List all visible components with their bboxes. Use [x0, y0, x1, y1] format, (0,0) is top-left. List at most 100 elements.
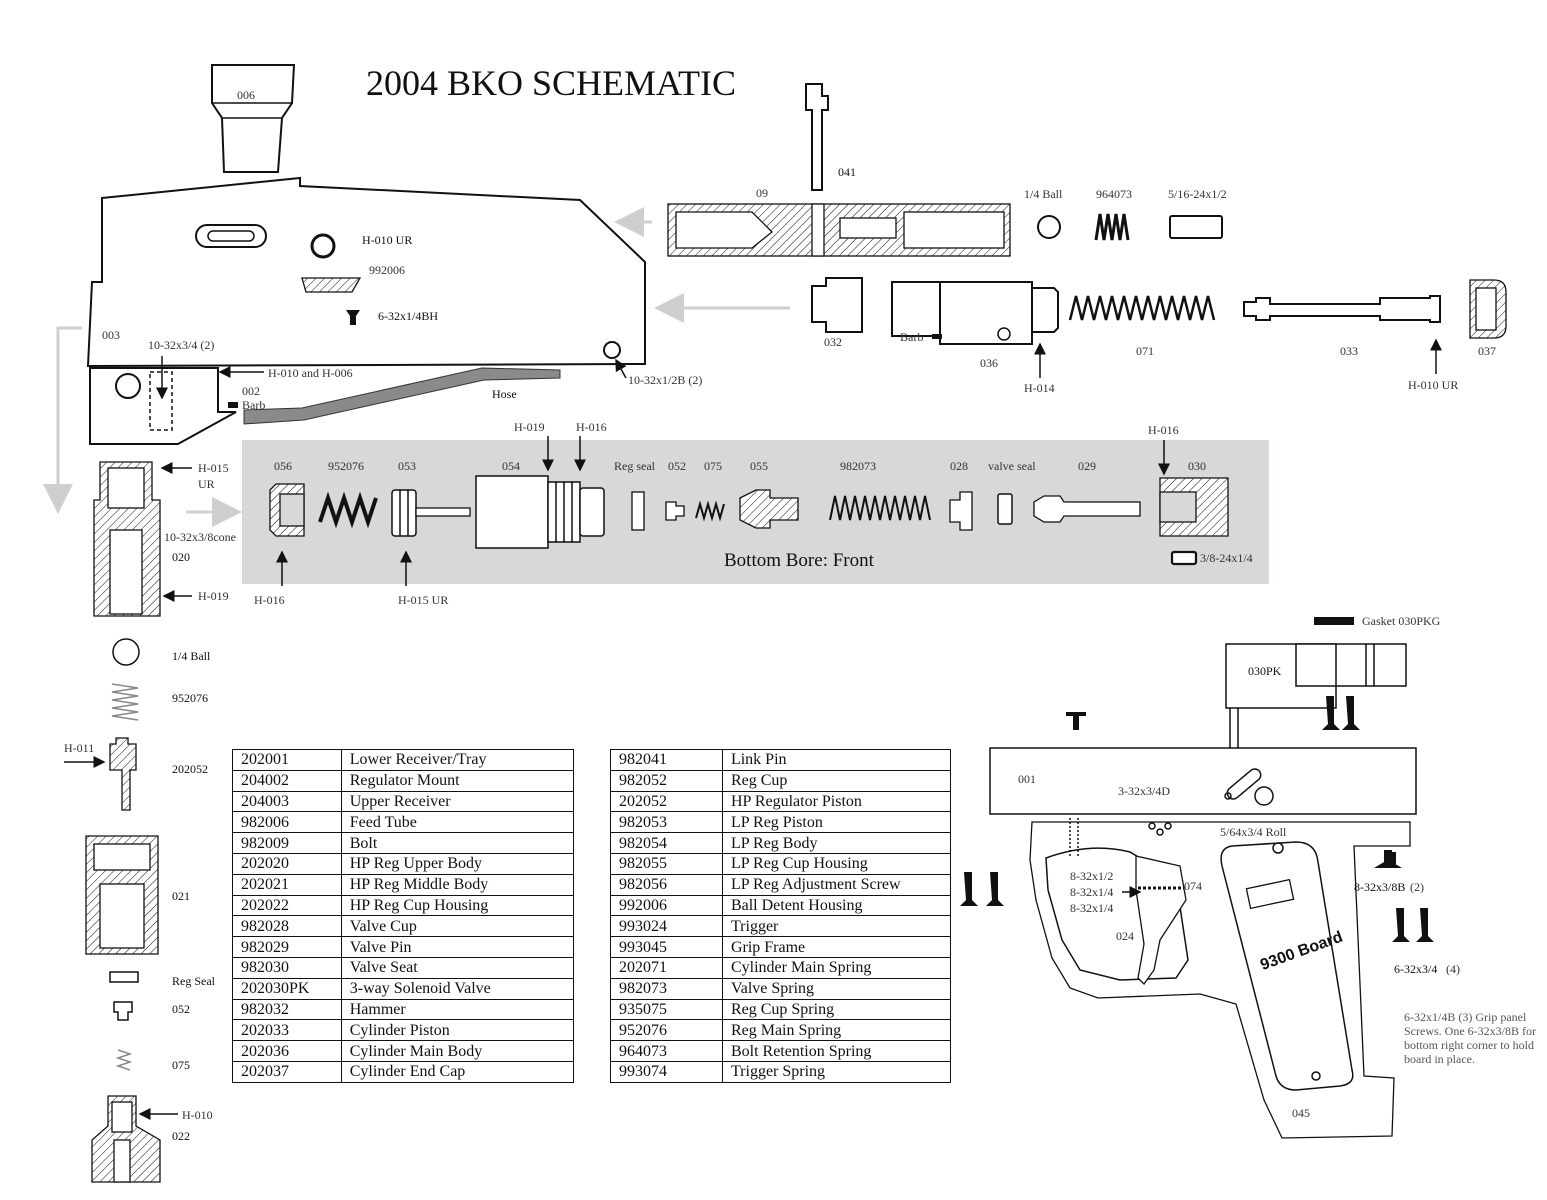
part-number: 982030: [232, 956, 342, 979]
part-description: HP Reg Middle Body: [340, 873, 575, 896]
part-description: Trigger: [721, 915, 952, 938]
label-qty-4: (4): [1446, 962, 1460, 976]
label-075-bore: 075: [704, 459, 722, 473]
assembly-arrows: [43, 207, 790, 527]
part-description: Feed Tube: [340, 811, 575, 834]
label-952076-side: 952076: [172, 691, 208, 705]
label-030: 030: [1188, 459, 1206, 473]
label-5-16-24x1-2: 5/16-24x1/2: [1168, 187, 1227, 201]
label-006: 006: [237, 88, 255, 102]
part-description: LP Reg Cup Housing: [721, 852, 952, 875]
label-071: 071: [1136, 344, 1154, 358]
label-h015ur-bore: H-015 UR: [398, 593, 448, 607]
part-number: 982073: [610, 977, 723, 1000]
part-description: Reg Cup Spring: [721, 998, 952, 1021]
part-description: Hammer: [340, 998, 575, 1021]
part-number: 204003: [232, 790, 342, 813]
label-reg-seal-side: Reg Seal: [172, 974, 216, 988]
label-8-32x3-8b: 8-32x3/8B: [1354, 880, 1405, 894]
label-h010ur-upper: H-010 UR: [362, 233, 412, 247]
label-032: 032: [824, 335, 842, 349]
part-number: 202071: [610, 956, 723, 979]
part-description: Bolt: [340, 832, 575, 854]
part-description: Regulator Mount: [340, 769, 575, 792]
label-h019-bore: H-019: [514, 420, 545, 434]
part-description: Valve Cup: [340, 915, 575, 938]
part-number: 202052: [610, 790, 723, 813]
label-barb-cylinder: Barb: [900, 330, 923, 344]
part-description: HP Reg Upper Body: [340, 852, 575, 875]
label-053: 053: [398, 459, 416, 473]
label-022: 022: [172, 1129, 190, 1143]
part-description: LP Reg Adjustment Screw: [721, 873, 952, 896]
part-number: 982055: [610, 852, 723, 875]
part-number: 993045: [610, 936, 723, 958]
label-964073: 964073: [1096, 187, 1132, 201]
feed-tube-drawing: 006: [211, 64, 296, 173]
part-description: Cylinder Main Spring: [721, 956, 952, 979]
label-h010-and-h006: H-010 and H-006: [268, 366, 353, 380]
label-052-side: 052: [172, 1002, 190, 1016]
label-8-32x1-2: 8-32x1/2: [1070, 869, 1113, 883]
label-074: 074: [1184, 879, 1202, 893]
part-description: Cylinder End Cap: [340, 1060, 575, 1083]
part-number: 202021: [232, 873, 342, 896]
label-gasket: Gasket 030PKG: [1362, 614, 1441, 628]
part-description: Cylinder Piston: [340, 1019, 575, 1042]
part-description: HP Reg Cup Housing: [340, 894, 575, 917]
part-number: 982032: [232, 998, 342, 1021]
part-description: Cylinder Main Body: [340, 1040, 575, 1062]
label-028: 028: [950, 459, 968, 473]
part-number: 982052: [610, 769, 723, 792]
label-8-32x1-4-b: 8-32x1/4: [1070, 901, 1113, 915]
part-description: Valve Spring: [721, 977, 952, 1000]
part-description: Grip Frame: [721, 936, 952, 958]
label-5-64x3-4-roll: 5/64x3/4 Roll: [1220, 825, 1287, 839]
part-description: LP Reg Piston: [721, 811, 952, 834]
label-ur-side: UR: [198, 477, 215, 491]
part-description: Ball Detent Housing: [721, 894, 952, 917]
label-024: 024: [1116, 929, 1134, 943]
label-3-8-24x1-4: 3/8-24x1/4: [1200, 551, 1253, 565]
label-952076-bore: 952076: [328, 459, 364, 473]
label-992006: 992006: [369, 263, 405, 277]
part-number: 982041: [610, 749, 723, 771]
label-056: 056: [274, 459, 292, 473]
part-description: Valve Seat: [340, 956, 575, 979]
label-045: 045: [1292, 1106, 1310, 1120]
part-description: Lower Receiver/Tray: [340, 749, 575, 771]
label-033: 033: [1340, 344, 1358, 358]
part-description: Link Pin: [721, 749, 952, 771]
label-10-32x3-8cone: 10-32x3/8cone: [164, 530, 236, 544]
part-number: 982006: [232, 811, 342, 834]
label-6-32x1-4bh: 6-32x1/4BH: [378, 309, 438, 323]
label-041: 041: [838, 165, 856, 179]
part-description: Reg Main Spring: [721, 1019, 952, 1042]
cylinder-assembly-drawing: 032 Barb 036 H-014 071 033 037 H-010 UR: [811, 277, 1507, 395]
bolt-drawing: 041 09: [667, 83, 1011, 257]
label-036: 036: [980, 356, 998, 370]
label-h016-bore-bottom: H-016: [254, 593, 285, 607]
part-number: 993024: [610, 915, 723, 938]
lower-receiver-drawing: Gasket 030PKG 030PK 9300 Board 001 3-32x…: [960, 614, 1460, 1139]
part-number: 964073: [610, 1040, 723, 1062]
label-reg-seal-bore: Reg seal: [614, 459, 656, 473]
part-number: 202020: [232, 852, 342, 875]
label-054: 054: [502, 459, 520, 473]
